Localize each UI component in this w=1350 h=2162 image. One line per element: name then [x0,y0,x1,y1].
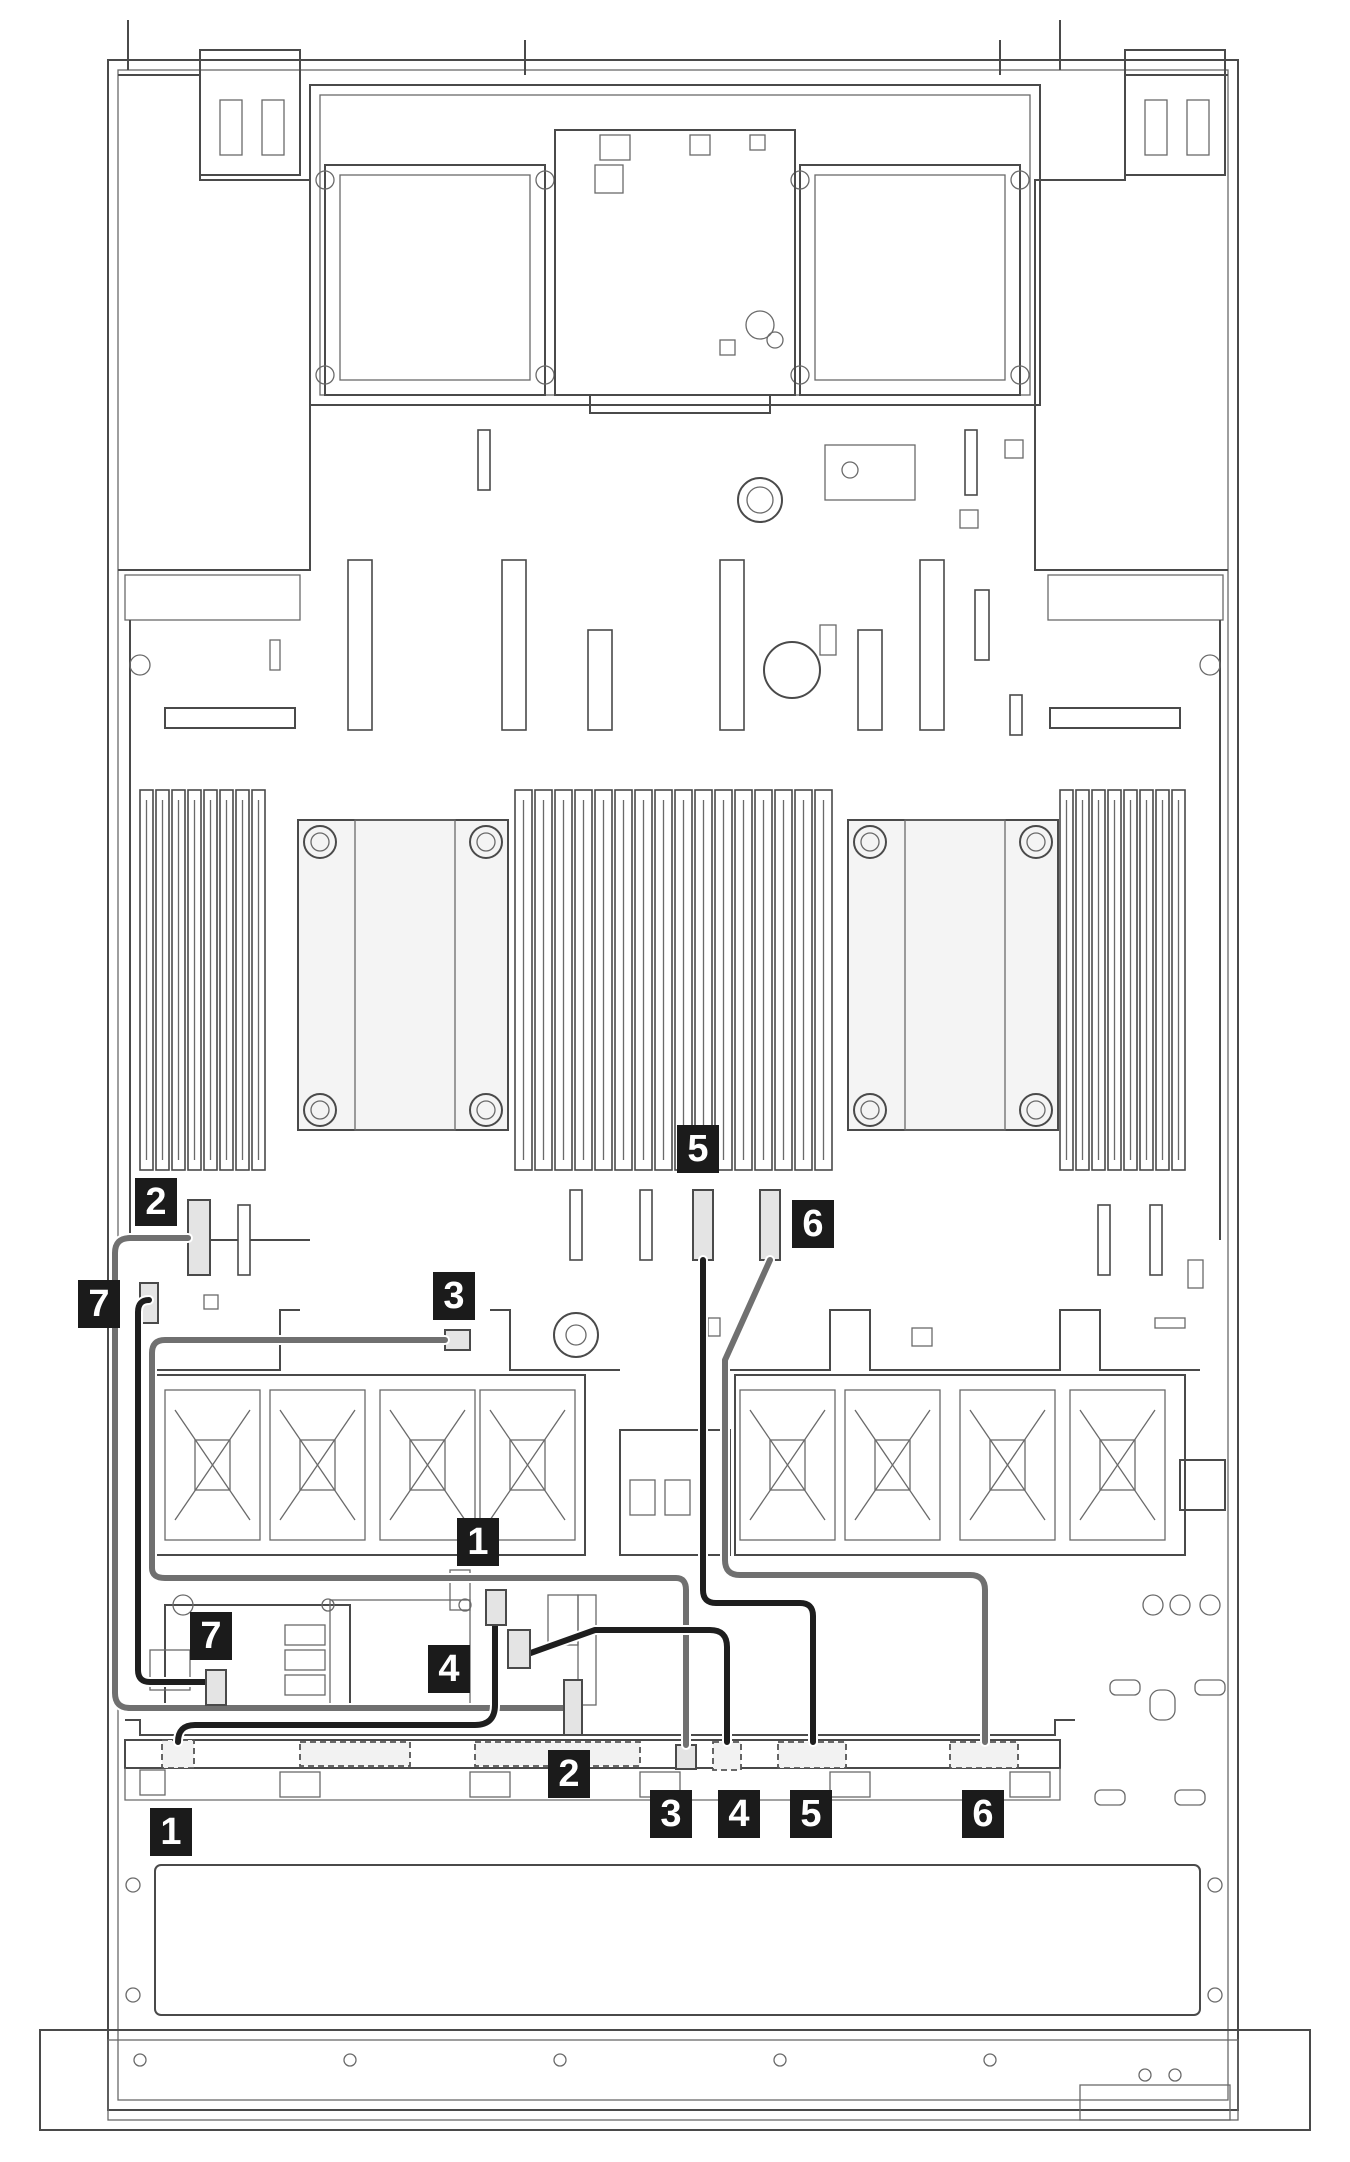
svg-text:4: 4 [438,1648,459,1690]
callout-5-top: 5 [677,1125,719,1173]
system-fan [479,1389,576,1541]
callout-1-mid: 1 [457,1518,499,1566]
cable-4 [522,1627,730,1745]
callout-2-bottom: 2 [548,1750,590,1798]
front-bezel [39,2029,1311,2131]
cable-7 [135,1297,217,1685]
callout-7-mid: 7 [190,1612,232,1660]
svg-text:7: 7 [200,1615,221,1657]
fan-cage [150,1309,1226,1556]
cmos-battery [763,641,821,699]
board-connector-6 [759,1189,781,1261]
svg-text:7: 7 [88,1283,109,1325]
callout-6-top: 6 [792,1200,834,1248]
cables [110,1233,990,1750]
drive-bays [125,1864,1223,2082]
rear-handle-right [1124,49,1226,176]
processor-1-heatsink [297,819,509,1131]
svg-text:6: 6 [802,1203,823,1245]
callout-4-mid: 4 [428,1645,470,1693]
backplane-connector-4 [712,1741,742,1771]
cable-5 [700,1257,816,1745]
system-fan [844,1389,941,1541]
cable-3 [149,1337,689,1748]
processor-2-heatsink [847,819,1059,1131]
system-fan [379,1389,476,1541]
front-connectors [205,1589,583,1736]
system-fan [959,1389,1056,1541]
chassis [39,59,1311,2131]
cable-1 [175,1617,498,1745]
callout-7-top: 7 [78,1280,120,1328]
svg-text:5: 5 [800,1793,821,1835]
backplane-connector-2a [299,1741,411,1767]
rear-handle-left [199,49,301,176]
front-connector-1 [485,1589,507,1626]
callout-4-bottom: 4 [718,1790,760,1838]
front-connector-2 [563,1679,583,1736]
svg-text:1: 1 [467,1521,488,1563]
dimm-bank-3 [1059,789,1186,1171]
system-fan [739,1389,836,1541]
system-board [129,429,1221,1358]
front-connector-4 [507,1629,531,1669]
svg-text:2: 2 [145,1181,166,1223]
board-connectors [139,1189,781,1351]
svg-text:4: 4 [728,1793,749,1835]
rear-fan-left [315,164,555,396]
rear-riser-cage [309,84,1041,414]
psu-bay-right [1034,74,1228,621]
svg-text:3: 3 [660,1793,681,1835]
cable-2 [112,1235,568,1711]
svg-text:5: 5 [687,1128,708,1170]
system-fan [269,1389,366,1541]
svg-text:2: 2 [558,1753,579,1795]
dimm-bank-1 [139,789,266,1171]
rear-fan-right [790,164,1030,396]
rear-io-module [554,129,796,396]
system-fan [1069,1389,1166,1541]
callout-2-top: 2 [135,1178,177,1226]
callout-1-bottom: 1 [150,1808,192,1856]
pcie-slots [347,559,1023,736]
dimm-bank-2 [514,789,833,1171]
callout-6-bottom: 6 [962,1790,1004,1838]
system-fan [164,1389,261,1541]
callout-5-bottom: 5 [790,1790,832,1838]
callout-3-top: 3 [433,1272,475,1320]
svg-text:3: 3 [443,1275,464,1317]
cable-6 [722,1257,988,1745]
svg-text:6: 6 [972,1793,993,1835]
board-connector-5 [692,1189,714,1261]
front-connector-7 [205,1669,227,1706]
psu-bay-left [118,74,311,621]
svg-text:1: 1 [160,1811,181,1853]
callout-3-bottom: 3 [650,1790,692,1838]
